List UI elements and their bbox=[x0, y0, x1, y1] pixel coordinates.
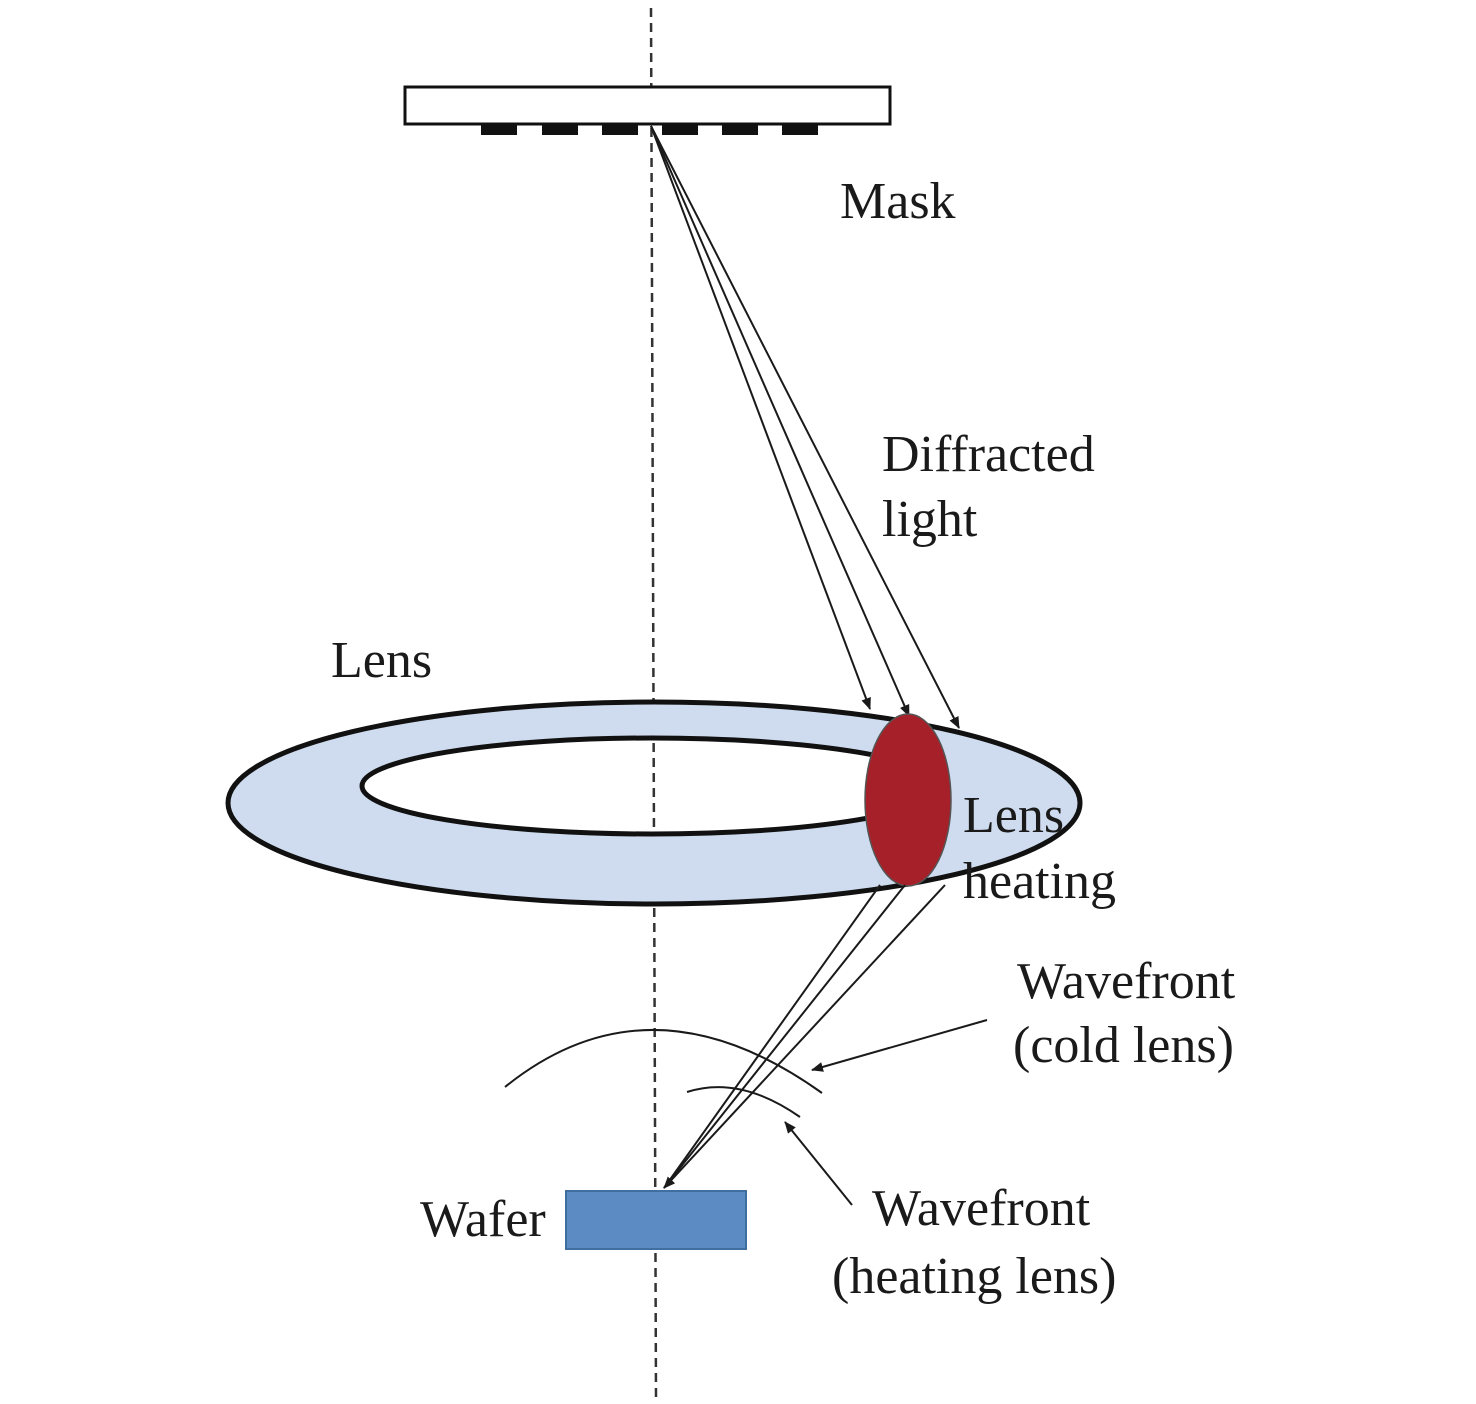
focused-rays bbox=[663, 884, 946, 1189]
wavefront-cold-lens bbox=[504, 1029, 823, 1094]
wafer bbox=[565, 1190, 747, 1250]
lens-label: Lens bbox=[331, 632, 432, 689]
wavefront-cold-label-line1: Wavefront bbox=[1017, 953, 1236, 1010]
lens-heating-label-line2: heating bbox=[963, 853, 1116, 910]
mask-pattern bbox=[662, 124, 698, 135]
mask bbox=[403, 85, 892, 135]
mask-pattern bbox=[602, 124, 638, 135]
wavefront-heating-lens bbox=[686, 1086, 801, 1118]
wavefront-heating-label-line1: Wavefront bbox=[872, 1180, 1091, 1237]
wafer-label: Wafer bbox=[420, 1191, 546, 1248]
diffracted-ray bbox=[650, 125, 960, 729]
focused-ray bbox=[663, 884, 946, 1189]
mask-pattern bbox=[481, 124, 517, 135]
wavefront-cold-label-line2: (cold lens) bbox=[1013, 1017, 1234, 1074]
diffracted-ray bbox=[650, 125, 871, 710]
lens-heating-spot bbox=[864, 713, 952, 887]
diffracted-rays bbox=[650, 125, 960, 729]
focused-ray bbox=[663, 884, 906, 1189]
wavefront-heating-label-line2: (heating lens) bbox=[832, 1248, 1116, 1305]
lens-heating-label-line1: Lens bbox=[963, 787, 1064, 844]
diffracted-ray bbox=[650, 125, 910, 717]
diffracted-light-label-line1: Diffracted bbox=[882, 426, 1095, 483]
mask-pattern bbox=[782, 124, 818, 135]
mask-plate bbox=[403, 85, 892, 126]
wavefront-heating-pointer bbox=[784, 1121, 853, 1206]
mask-label: Mask bbox=[840, 173, 956, 230]
focused-ray bbox=[663, 884, 881, 1189]
diffracted-light-label-line2: light bbox=[882, 491, 978, 548]
mask-pattern bbox=[542, 124, 578, 135]
wavefront-cold-pointer bbox=[811, 1019, 988, 1072]
mask-pattern bbox=[722, 124, 758, 135]
